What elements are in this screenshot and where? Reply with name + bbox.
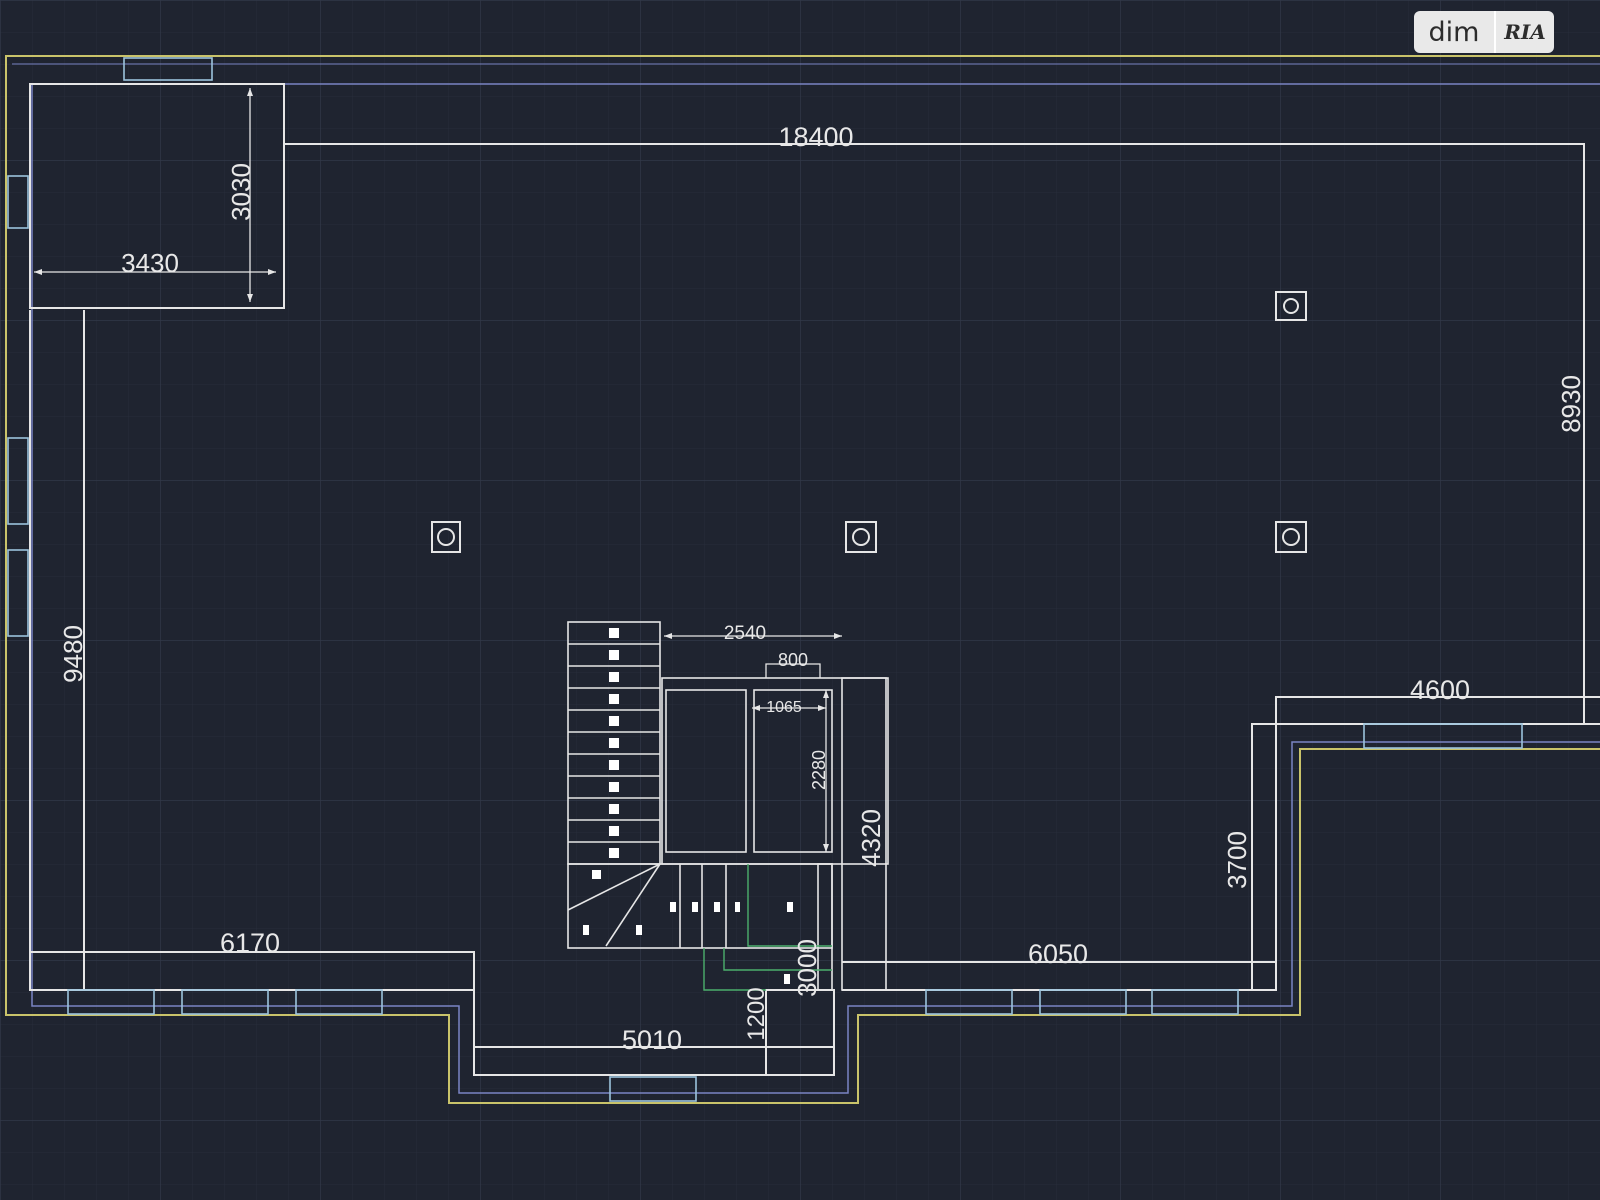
outer-outline <box>5 55 1600 1104</box>
winder-line-2 <box>567 863 661 911</box>
inner-outline <box>31 83 1600 1094</box>
dim-shaft-height: 2280 <box>809 750 829 790</box>
window-left-3 <box>7 549 29 637</box>
stair-markers <box>583 870 793 984</box>
dim-step-height: 3700 <box>1222 831 1252 889</box>
window-bottom-4 <box>925 989 1013 1015</box>
window-step <box>1363 723 1523 749</box>
stair-tread-marker <box>609 848 619 858</box>
dim-shaft-inner: 1065 <box>766 699 802 716</box>
dim-shaft-width: 800 <box>778 650 808 670</box>
dim-corner-room-width: 3430 <box>121 248 179 278</box>
dim-right-height: 8930 <box>1556 375 1586 433</box>
column-4 <box>1275 291 1307 321</box>
dim-bay-width: 5010 <box>622 1025 682 1055</box>
winder-line-1 <box>605 863 661 947</box>
watermark-brand: dim <box>1428 16 1480 48</box>
stair-block <box>567 621 889 991</box>
dim-left-height: 9480 <box>58 625 88 683</box>
stair-tread-marker <box>609 738 619 748</box>
window-bottom-5 <box>1039 989 1127 1015</box>
window-left-2 <box>7 437 29 525</box>
dim-stair-width: 2540 <box>724 623 766 644</box>
shaft-right <box>753 689 833 853</box>
stair-side-wall <box>841 677 887 991</box>
column-1 <box>431 521 461 553</box>
dim-ria-watermark: dim RIA <box>1414 11 1554 53</box>
bay-core <box>765 989 835 1076</box>
stair-treads <box>568 628 660 858</box>
windows <box>7 57 1523 1102</box>
step-wall-inner <box>1275 696 1600 990</box>
dim-landing: 1200 <box>743 987 770 1040</box>
stair-tread-marker <box>609 650 619 660</box>
stair-tread-marker <box>609 782 619 792</box>
dimension-arrows <box>34 88 842 852</box>
watermark-separator <box>1494 11 1496 53</box>
window-bottom-6 <box>1151 989 1239 1015</box>
column-2 <box>845 521 877 553</box>
window-top <box>123 57 213 81</box>
window-bottom-2 <box>181 989 269 1015</box>
stair-tread-marker <box>609 826 619 836</box>
dim-line-800 <box>765 663 821 678</box>
stair-tread-marker <box>609 716 619 726</box>
columns <box>431 291 1307 553</box>
dim-stair-height: 4320 <box>856 809 886 867</box>
dim-step-width: 4600 <box>1410 675 1470 705</box>
window-left-1 <box>7 175 29 229</box>
dim-bottom-left-width: 6170 <box>220 928 280 958</box>
dim-top-width: 18400 <box>778 122 853 152</box>
shaft-left <box>665 689 747 853</box>
stair-tread-marker <box>609 760 619 770</box>
corner-room-wall <box>29 83 285 309</box>
watermark-ria-logo: RIA <box>1504 20 1546 44</box>
window-bay <box>609 1076 697 1102</box>
top-wall <box>284 143 1585 724</box>
stair-tread-marker <box>609 672 619 682</box>
column-3 <box>1275 521 1307 553</box>
dim-stair-lower: 3000 <box>792 939 822 997</box>
stair-tread-marker <box>609 628 619 638</box>
dimension-lines <box>34 88 842 852</box>
dim-bottom-right-width: 6050 <box>1028 939 1088 969</box>
stair-tread-marker <box>609 804 619 814</box>
dim-corner-room-height: 3030 <box>226 163 256 221</box>
dimension-labels: 18400 3430 3030 9480 8930 6170 5010 6050… <box>58 122 1586 1055</box>
shaft-block <box>661 677 889 865</box>
stair-tread-marker <box>609 694 619 704</box>
stair-post <box>817 863 833 991</box>
stair-green-lines <box>703 864 832 991</box>
window-bottom-1 <box>67 989 155 1015</box>
window-bottom-3 <box>295 989 383 1015</box>
